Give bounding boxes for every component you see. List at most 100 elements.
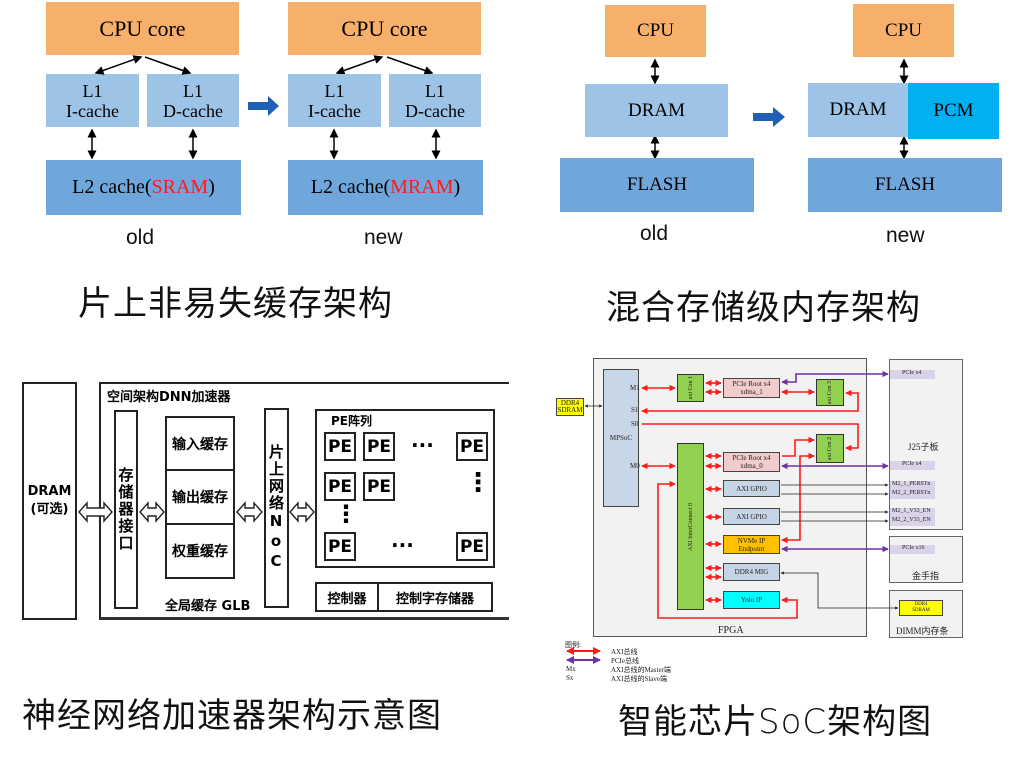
new-l1i-line1: L1 <box>324 80 345 101</box>
pe-cell: PE <box>456 532 488 561</box>
hybrid-old-flash-label: FLASH <box>626 174 688 195</box>
legend-mx-label: AXI总线的Master端 <box>611 666 671 674</box>
dnn-controller-label: 控制器 <box>327 591 367 607</box>
hybrid-new-cpu-label: CPU <box>885 19 922 41</box>
pe-cell: PE <box>363 472 395 501</box>
hybrid-new-flash-box: FLASH <box>808 158 1002 212</box>
dnn-output-buffer-box: 输出缓存 <box>165 469 235 525</box>
mpsoc-port-s0: S0 <box>631 420 639 428</box>
dnn-memory-interface-box: 存储器接口 <box>114 410 138 609</box>
legend-sx-key: Sx <box>566 674 574 682</box>
dnn-pe-array-title: PE阵列 <box>331 414 372 428</box>
dnn-dram-optional-label: (可选) <box>30 502 69 517</box>
dimm-label: DIMM内存条 <box>896 626 949 636</box>
soc-caption: 智能芯片SoC架构图 <box>618 702 933 742</box>
hybrid-old-cpu-label: CPU <box>637 20 674 41</box>
gold-finger-label: 金手指 <box>912 571 940 581</box>
old-l2-cache-box: L2 cache(SRAM) <box>46 160 241 215</box>
hybrid-new-flash-label: FLASH <box>874 174 936 195</box>
mpsoc-port-s1: S1 <box>631 406 639 414</box>
hybrid-new-cpu-box: CPU <box>853 4 954 57</box>
old-cpu-core-box: CPU core <box>46 2 239 55</box>
pcie-x16-port: PCIe x16 <box>890 545 935 554</box>
pe-row-ellipsis: ··· <box>411 433 434 457</box>
dnn-glb-label: 全局缓存 GLB <box>165 599 251 614</box>
hybrid-new-dram-label: DRAM <box>829 99 887 120</box>
new-cpu-to-l1-arrows <box>329 55 441 160</box>
dnn-input-buffer-label: 输入缓存 <box>172 436 228 453</box>
legend-mx-key: Mx <box>566 665 576 673</box>
dnn-noc-box: 片上网络NoC <box>264 408 289 608</box>
fpga-label: FPGA <box>718 625 744 636</box>
dnn-dram-box: DRAM (可选) <box>22 382 77 620</box>
dnn-input-buffer-box: 输入缓存 <box>165 416 235 471</box>
pe-cell: PE <box>456 432 488 461</box>
hybrid-transition-arrow <box>753 107 785 127</box>
dimm-ddr4-line1: DDR4 <box>914 602 928 607</box>
pcie-bus-lines <box>781 370 889 553</box>
cache-transition-arrow <box>248 96 279 116</box>
old-cpu-to-l1-arrows <box>87 55 198 160</box>
dimm-ddr4-line2: SDRAM <box>912 608 930 613</box>
legend-axi-label: AXI总线 <box>611 648 638 656</box>
hybrid-old-label: old <box>640 222 669 245</box>
j25-daughterboard-box <box>889 359 963 530</box>
dnn-noc-label: 片上网络NoC <box>267 444 285 572</box>
mpsoc-port-m0: M0 <box>630 462 640 470</box>
new-l2-memory-type: MRAM <box>390 176 454 198</box>
m2-1-perstn: M2_1_PERSTn <box>890 481 935 490</box>
pe-cell: PE <box>324 432 356 461</box>
axi-con-2-box: axi Con 2 <box>816 434 844 463</box>
legend-pcie-label: PCIe总线 <box>611 657 639 665</box>
hybrid-new-pcm-box: PCM <box>908 83 999 139</box>
hybrid-caption: 混合存储级内存架构 <box>606 288 921 328</box>
new-cpu-core-box: CPU core <box>288 2 481 55</box>
new-l2-cache-box: L2 cache(MRAM) <box>288 160 483 215</box>
legend-sx-label: AXI总线的Slave端 <box>611 675 667 683</box>
dimm-ddr4-sdram: DDR4 SDRAM <box>899 600 943 616</box>
new-l1d-line2: D-cache <box>405 100 465 121</box>
m2-1-v33-en: M2_1_V33_EN <box>890 508 935 517</box>
old-l1-dcache-box: L1 D-cache <box>147 74 239 127</box>
old-cpu-core-label: CPU core <box>99 15 186 41</box>
dnn-weight-buffer-box: 权重缓存 <box>165 523 235 579</box>
old-l2-memory-type: SRAM <box>151 176 209 198</box>
ddr4-left-line2: SDRAM <box>557 406 583 414</box>
cache-caption: 片上非易失缓存架构 <box>78 284 393 324</box>
dnn-dram-label: DRAM <box>27 484 72 499</box>
ddr4-left-line1: DDR4 <box>560 399 580 407</box>
dnn-caption: 神经网络加速器架构示意图 <box>22 696 442 736</box>
pe-column-ellipsis: ⋮ <box>334 500 358 528</box>
old-l1d-line1: L1 <box>183 80 203 101</box>
dram-interface-double-arrow <box>78 501 113 523</box>
noc-pe-double-arrow <box>289 501 315 523</box>
gpio-and-mem-lines <box>584 404 899 610</box>
hybrid-new-pcm-label: PCM <box>933 100 974 121</box>
dnn-controller-box: 控制器 <box>315 582 379 612</box>
new-l1i-line2: I-cache <box>308 100 361 121</box>
pe-cell: PE <box>363 432 395 461</box>
old-l1d-line2: D-cache <box>163 100 223 121</box>
pcie-root0-line2: xdma_0 <box>740 462 763 470</box>
pcie-root0-line1: PCIe Root x4 <box>732 454 771 462</box>
pe-cell: PE <box>324 532 356 561</box>
pcie-x4-port-2: PCIe x4 <box>890 461 935 470</box>
hybrid-new-label: new <box>886 224 925 247</box>
mpsoc-port-m1: M1 <box>630 384 640 392</box>
new-l1-dcache-box: L1 D-cache <box>389 74 481 127</box>
hybrid-old-flash-box: FLASH <box>560 158 754 212</box>
axi-bus-lines <box>641 379 859 619</box>
new-label: new <box>364 226 403 249</box>
pcie-root-xdma0-box: PCIe Root x4 xdma_0 <box>723 452 780 472</box>
dnn-accelerator-title: 空间架构DNN加速器 <box>107 390 231 405</box>
dnn-control-word-memory-box: 控制字存储器 <box>377 582 493 612</box>
pe-cell: PE <box>324 472 356 501</box>
old-l1i-line2: I-cache <box>66 100 119 121</box>
pe-column-ellipsis: ⋮ <box>465 468 491 498</box>
m2-2-perstn: M2_2_PERSTn <box>890 490 935 499</box>
dnn-weight-buffer-label: 权重缓存 <box>172 544 228 560</box>
pcie-root1-line1: PCIe Root x4 <box>732 380 771 388</box>
